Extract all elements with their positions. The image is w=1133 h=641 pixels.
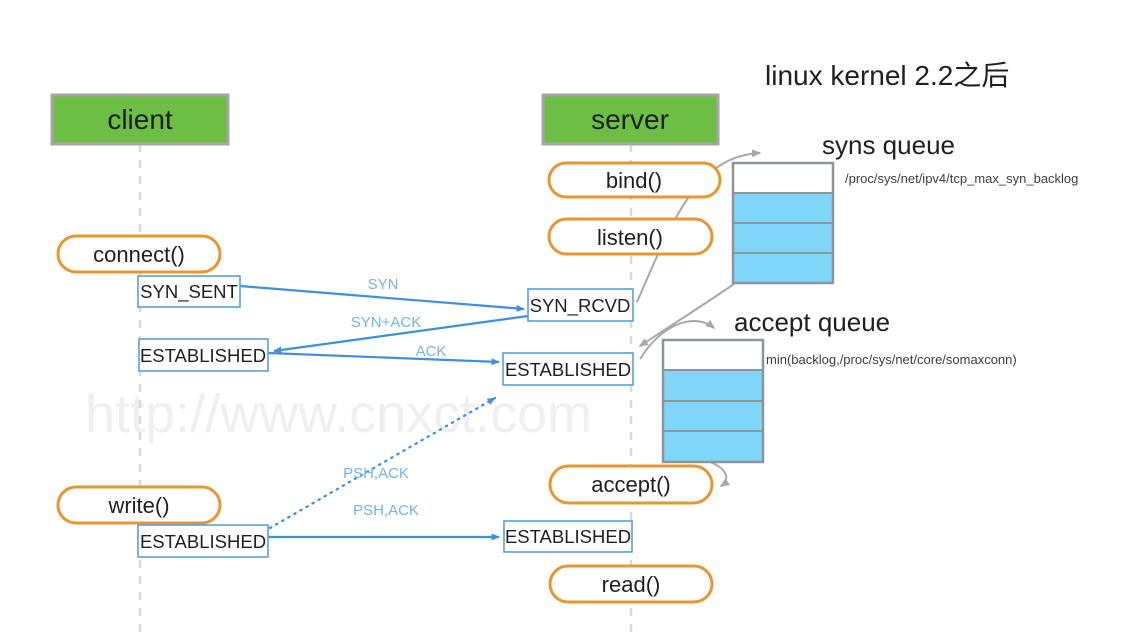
accept-call-label: accept() [591,472,670,497]
bind-call-label: bind() [606,168,662,193]
syn-arrow [239,284,525,312]
accept-queue-title: accept queue [734,307,890,337]
server-established-2-box [503,520,633,553]
syns-queue-title: syns queue [822,130,955,160]
read-call-box [548,564,714,604]
listen-call-label: listen() [597,225,663,250]
syns-queue-limit: /proc/sys/net/ipv4/tcp_max_syn_backlog [845,171,1078,186]
psh-ack-solid-label: PSH,ACK [353,502,419,519]
client-actor-label: client [107,104,173,135]
client-actor: client [50,93,230,146]
accept-call-box [548,464,714,505]
syns-queue-slot-filled [732,252,834,284]
established-to-accept-queue-arrow [639,319,716,360]
syns-queue-slot-filled [732,222,834,254]
watermark-text: http://www.cnxct.com [85,384,592,444]
server-actor: server [541,93,720,146]
client-established-1-box [138,338,269,372]
syn-ack-arrow [273,314,529,354]
server-established-1-label: ESTABLISHED [505,359,631,380]
server-syn-rcvd-label: SYN_RCVD [530,295,631,317]
connect-call: connect() [56,234,222,274]
server-actor-label: server [591,104,669,135]
client-established-2-state: ESTABLISHED [137,524,269,558]
accept-queue-to-accept-arrow [709,461,730,487]
accept-queue-limit: min(backlog,/proc/sys/net/core/somaxconn… [766,352,1017,367]
accept-call: accept() [548,464,714,505]
server-syn-rcvd-state: SYN_RCVD [527,288,634,322]
accept-queue-slot-filled [662,369,764,402]
syns-queue-slot-filled [732,192,834,224]
write-call-box [56,485,222,525]
server-syn-rcvd-box [527,288,634,322]
connect-call-box [56,234,222,274]
syn-ack-label: SYN+ACK [351,314,421,331]
read-call-label: read() [602,572,661,597]
connect-call-label: connect() [93,242,185,267]
bind-call: bind() [547,161,722,199]
syns-queue: syns queue /proc/sys/net/ipv4/tcp_max_sy… [731,130,1078,285]
syns-queue-slot-empty [732,162,834,194]
client-established-2-box [137,524,269,558]
server-actor-box [541,93,720,146]
client-syn-sent-state: SYN_SENT [137,275,241,308]
client-established-1-label: ESTABLISHED [140,345,266,366]
client-actor-box [50,93,230,146]
accept-queue-slot-filled [662,400,764,432]
ack-label: ACK [416,343,447,360]
listen-call-box [547,217,714,256]
accept-queue: accept queue min(backlog,/proc/sys/net/c… [661,307,1017,464]
listen-call: listen() [547,217,714,256]
accept-queue-slot-empty [662,339,764,371]
server-established-1-box [502,352,634,386]
ack-arrow [267,351,500,366]
server-established-2-state: ESTABLISHED [503,520,633,553]
syns-queue-outline [731,161,835,285]
write-call-label: write() [107,493,169,518]
server-established-2-label: ESTABLISHED [505,526,631,547]
accept-queue-outline [661,338,765,464]
syn-rcvd-to-syns-queue-arrow [636,149,762,303]
server-established-1-state: ESTABLISHED [502,352,634,386]
client-syn-sent-box [137,275,241,308]
psh-ack-dotted-label: PSH,ACK [343,465,409,482]
write-call: write() [56,485,222,525]
accept-queue-slot-filled [662,430,764,463]
client-established-1-state: ESTABLISHED [138,338,269,372]
diagram-title: linux kernel 2.2之后 [765,60,1009,91]
syns-queue-to-established-arrow [638,283,735,347]
client-syn-sent-label: SYN_SENT [140,281,238,303]
psh-ack-dotted-arrow [268,396,497,530]
client-established-2-label: ESTABLISHED [140,531,266,552]
syn-label: SYN [368,276,399,293]
bind-call-box [547,161,722,199]
read-call: read() [548,564,714,604]
